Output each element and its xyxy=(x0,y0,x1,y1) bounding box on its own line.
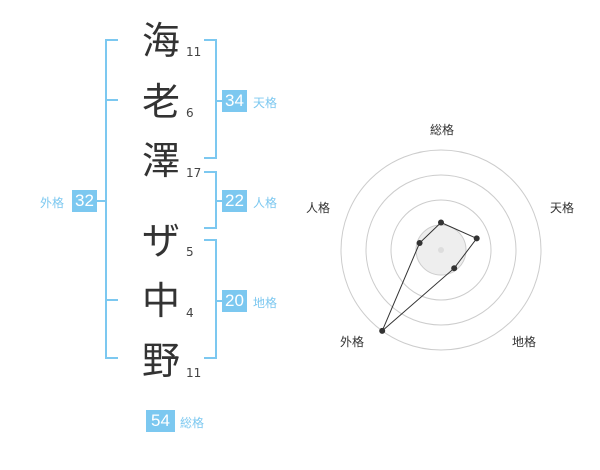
soukaku-label: 総格 xyxy=(180,416,205,430)
radar-label-jinkaku: 人格 xyxy=(305,201,330,215)
chikaku-label: 地格 xyxy=(253,296,278,310)
gaikaku-value-box: 32 xyxy=(72,190,97,212)
radar-point-gaikaku xyxy=(379,327,386,334)
radar-point-jinkaku xyxy=(416,240,423,246)
name-char-1: 海 xyxy=(141,19,180,63)
radar-center-dot xyxy=(438,247,444,253)
chikaku-value-box: 20 xyxy=(222,290,247,312)
radar-label-gaikaku: 外格 xyxy=(339,335,364,349)
radar-label-soukaku: 総格 xyxy=(429,123,454,137)
jinkaku-value-box: 22 xyxy=(222,190,247,212)
soukaku-value-box: 54 xyxy=(146,410,175,432)
radar-point-soukaku xyxy=(438,219,444,226)
radar-ring xyxy=(340,149,542,351)
name-char-6: 野 xyxy=(141,339,180,383)
stroke-count-6: 11 xyxy=(186,366,202,380)
name-char-4: ザ xyxy=(141,219,180,263)
name-char-2: 老 xyxy=(141,80,180,124)
chikaku-bracket xyxy=(204,239,217,359)
radar-point-chikaku xyxy=(451,265,458,272)
stroke-count-2: 6 xyxy=(186,106,194,120)
radar-label-chikaku: 地格 xyxy=(511,335,536,349)
tenkaku-label: 天格 xyxy=(253,96,278,110)
stroke-count-5: 4 xyxy=(186,306,194,320)
gaikaku-label: 外格 xyxy=(40,196,65,210)
radar-ring xyxy=(390,199,492,301)
name-char-3: 澤 xyxy=(141,139,180,183)
radar-label-tenkaku: 天格 xyxy=(549,201,574,215)
radar-point-tenkaku xyxy=(473,235,480,242)
stroke-count-1: 11 xyxy=(186,45,202,59)
tenkaku-value-box: 34 xyxy=(222,90,247,112)
stroke-count-4: 5 xyxy=(186,245,194,259)
stroke-count-3: 17 xyxy=(186,166,202,180)
radar-ring xyxy=(365,174,517,326)
name-char-5: 中 xyxy=(141,279,180,323)
radar-polygon xyxy=(381,221,478,332)
jinkaku-label: 人格 xyxy=(253,196,278,210)
tenkaku-bracket xyxy=(204,39,217,159)
gaikaku-bracket xyxy=(105,39,118,359)
